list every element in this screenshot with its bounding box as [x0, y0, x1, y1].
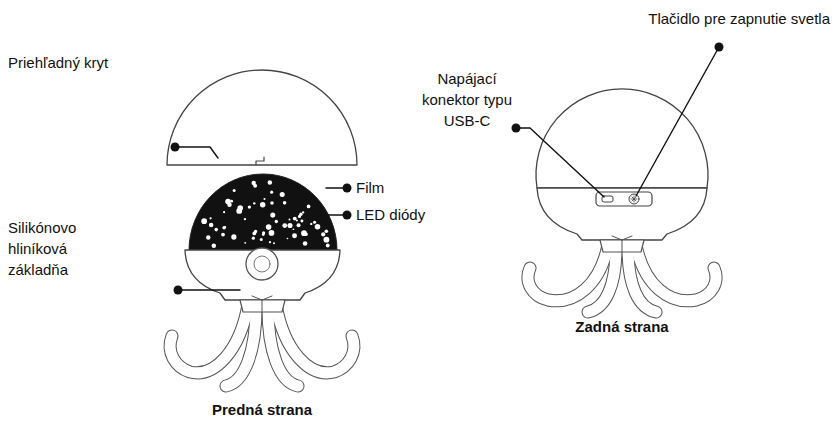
transparent-cover	[167, 70, 357, 165]
light-button	[629, 194, 639, 204]
part-label: Priehľadný kryt	[8, 52, 178, 73]
back-dome	[536, 89, 708, 188]
front-legs	[170, 305, 354, 386]
leader-dots	[171, 43, 724, 295]
part-label: Silikónovo hliníková základňa	[8, 217, 100, 280]
view-caption: Predná strana	[190, 399, 334, 420]
back-base	[537, 188, 707, 240]
part-label: Tlačidlo pre zapnutie svetla	[560, 8, 830, 29]
back-legs	[528, 245, 716, 312]
control-panel	[596, 192, 652, 206]
star-pattern	[201, 180, 329, 248]
part-label: Napájací konektor typu USB-C	[412, 68, 522, 131]
part-label: Film	[356, 177, 436, 198]
view-caption: Zadná strana	[550, 316, 694, 337]
part-label: LED diódy	[356, 204, 456, 225]
leader-lines	[175, 47, 719, 290]
star-film	[189, 174, 337, 250]
